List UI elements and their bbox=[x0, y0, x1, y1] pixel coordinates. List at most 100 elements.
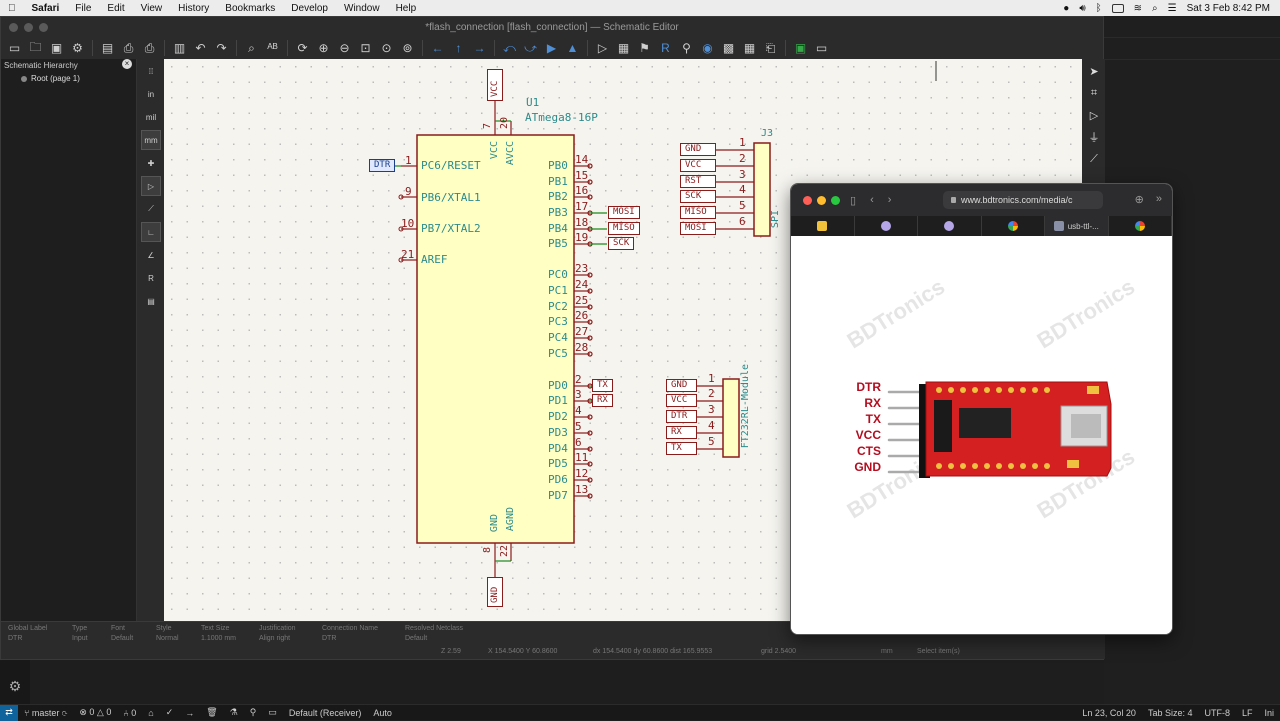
tab-usb-ttl[interactable]: usb-ttl-... bbox=[1045, 216, 1109, 236]
minimize-window-icon[interactable] bbox=[817, 195, 826, 205]
symbol-browser-icon[interactable]: ▦ bbox=[617, 41, 630, 55]
ftdi-net-label[interactable]: RX bbox=[666, 426, 697, 439]
simulator-icon[interactable]: ◉ bbox=[702, 41, 713, 55]
tab-4[interactable] bbox=[982, 216, 1045, 236]
zoom-selection-icon[interactable]: ⊚ bbox=[402, 41, 413, 55]
battery-icon[interactable] bbox=[1111, 3, 1124, 13]
net-label-mosi[interactable]: MOSI bbox=[608, 206, 640, 219]
show-hidden-pins-icon[interactable]: ▷ bbox=[141, 176, 161, 196]
annotate-icon[interactable]: ⚑ bbox=[639, 41, 650, 55]
pcb-editor-icon[interactable]: ▣ bbox=[794, 41, 807, 55]
navigate-back-icon[interactable]: ← bbox=[431, 41, 444, 55]
downloads-icon[interactable]: ⊕ bbox=[1134, 194, 1144, 206]
upload-icon[interactable]: → bbox=[185, 707, 195, 718]
search-icon[interactable]: ⌕ bbox=[1152, 2, 1158, 14]
zoom-fit-icon[interactable]: ⊡ bbox=[360, 41, 371, 55]
flask-icon[interactable]: ⚗ bbox=[229, 707, 238, 717]
net-label-miso[interactable]: MISO bbox=[608, 222, 640, 235]
units-mil[interactable]: mil bbox=[145, 112, 157, 122]
zoom-out-icon[interactable]: ⊖ bbox=[339, 41, 350, 55]
new-icon[interactable]: ▭ bbox=[8, 41, 21, 55]
table-icon[interactable]: ▦ bbox=[743, 41, 756, 55]
clock[interactable]: Sat 3 Feb 8:42 PM bbox=[1186, 2, 1270, 14]
eol[interactable]: LF bbox=[1241, 707, 1253, 718]
ic-body[interactable] bbox=[416, 134, 575, 544]
ports[interactable]: ⑃ 0 bbox=[123, 707, 137, 718]
more-tabs-icon[interactable]: » bbox=[1155, 193, 1162, 205]
undo-icon[interactable]: ↶ bbox=[195, 41, 206, 55]
sidebar-icon[interactable]: ▯ bbox=[850, 194, 857, 207]
add-power-icon[interactable]: ⏚ bbox=[1088, 132, 1100, 144]
j3-net-label[interactable]: VCC bbox=[680, 159, 716, 172]
net-label-dtr[interactable]: DTR bbox=[369, 159, 396, 172]
zoom-window-icon[interactable] bbox=[831, 195, 840, 205]
minimize-window-icon[interactable] bbox=[24, 22, 33, 32]
plug-icon[interactable]: ⚲ bbox=[249, 707, 257, 717]
net-label-rx[interactable]: RX bbox=[592, 394, 613, 407]
menu-app-name[interactable]: Safari bbox=[24, 2, 60, 14]
apple-icon[interactable]:  bbox=[0, 3, 24, 14]
menu-file[interactable]: File bbox=[67, 2, 91, 14]
paste-icon[interactable]: ▥ bbox=[173, 41, 186, 55]
j3-connector-body[interactable] bbox=[753, 142, 771, 237]
rotate-ccw-icon[interactable]: ⤺ bbox=[503, 40, 516, 55]
print-icon[interactable]: ⎙ bbox=[123, 40, 134, 55]
problems[interactable]: ⊗ 0 △ 0 bbox=[79, 707, 112, 717]
git-branch[interactable]: ⑂ master ⟳ bbox=[24, 707, 68, 718]
navigate-forward-icon[interactable]: → bbox=[473, 41, 486, 55]
record-icon[interactable]: ● bbox=[1063, 2, 1070, 14]
tab-2[interactable] bbox=[855, 216, 918, 236]
ftdi-net-label[interactable]: TX bbox=[666, 442, 697, 455]
find-icon[interactable]: ⌕ bbox=[248, 40, 255, 55]
settings-gear-icon[interactable]: ⚙ bbox=[8, 678, 22, 694]
open-icon[interactable]: 🗀 bbox=[29, 39, 42, 54]
highlight-net-icon[interactable]: ⌗ bbox=[1090, 86, 1098, 99]
mirror-v-icon[interactable]: ▶ bbox=[546, 41, 557, 55]
netlist-icon[interactable]: ⎗ bbox=[765, 40, 776, 55]
close-icon[interactable]: × bbox=[122, 59, 132, 69]
terminal-icon[interactable]: ▭ bbox=[268, 707, 277, 717]
cursor-position[interactable]: Ln 23, Col 20 bbox=[1082, 707, 1136, 718]
home-icon[interactable]: ⌂ bbox=[148, 707, 154, 718]
address-bar[interactable]: www.bdtronics.com/media/c bbox=[943, 191, 1103, 209]
language-mode[interactable]: Ini bbox=[1264, 707, 1274, 718]
menu-window[interactable]: Window bbox=[336, 2, 380, 14]
navigate-up-icon[interactable]: ↑ bbox=[455, 41, 462, 55]
ftdi-value[interactable]: FT232RL-Module bbox=[740, 364, 751, 449]
net-label-sck[interactable]: SCK bbox=[608, 237, 635, 250]
menu-edit[interactable]: Edit bbox=[99, 2, 124, 14]
j3-net-label[interactable]: MISO bbox=[680, 206, 716, 219]
line-mode-45-icon[interactable]: ∠ bbox=[147, 250, 155, 260]
wifi-icon[interactable]: ≋ bbox=[1133, 2, 1143, 14]
remote-icon[interactable]: ⇄ bbox=[0, 704, 18, 721]
refresh-icon[interactable]: ⟳ bbox=[297, 41, 308, 55]
j3-net-label[interactable]: MOSI bbox=[680, 222, 716, 235]
back-icon[interactable]: ‹ bbox=[870, 193, 874, 206]
redo-icon[interactable]: ↷ bbox=[216, 41, 227, 55]
symbol-value[interactable]: ATmega8-16P bbox=[525, 111, 598, 124]
cursor-shape-icon[interactable]: ✚ bbox=[147, 158, 155, 168]
symbol-reference[interactable]: U1 bbox=[526, 96, 540, 109]
scripting-console-icon[interactable]: ▭ bbox=[815, 41, 828, 55]
schematic-setup-icon[interactable]: ⚙ bbox=[72, 41, 83, 55]
menu-help[interactable]: Help bbox=[388, 2, 417, 14]
forward-icon[interactable]: › bbox=[887, 193, 892, 206]
ftdi-net-label[interactable]: GND bbox=[666, 379, 697, 392]
trash-icon[interactable]: 🗑︎ bbox=[206, 707, 218, 717]
find-replace-icon[interactable]: ᴬᴮ bbox=[267, 41, 278, 55]
j3-net-label[interactable]: RST bbox=[680, 175, 716, 188]
net-label-tx[interactable]: TX bbox=[592, 379, 613, 392]
symbol-editor-icon[interactable]: ▷ bbox=[597, 41, 608, 55]
zoom-in-icon[interactable]: ⊕ bbox=[318, 41, 329, 55]
tab-1[interactable] bbox=[791, 216, 855, 236]
grid-toggle-icon[interactable]: ⁞⁞ bbox=[148, 66, 154, 76]
units-inch[interactable]: in bbox=[147, 89, 155, 99]
units-mm[interactable]: mm bbox=[141, 130, 161, 150]
j3-reference[interactable]: J3 bbox=[761, 128, 774, 139]
add-symbol-icon[interactable]: ▷ bbox=[1089, 109, 1099, 122]
j3-net-label[interactable]: GND bbox=[680, 143, 716, 156]
save-icon[interactable]: ▣ bbox=[50, 41, 63, 55]
mirror-h-icon[interactable]: ▲ bbox=[566, 41, 579, 55]
volume-icon[interactable]: 🔊︎ bbox=[1079, 2, 1086, 14]
add-wire-icon[interactable]: ⟋ bbox=[1090, 152, 1098, 165]
